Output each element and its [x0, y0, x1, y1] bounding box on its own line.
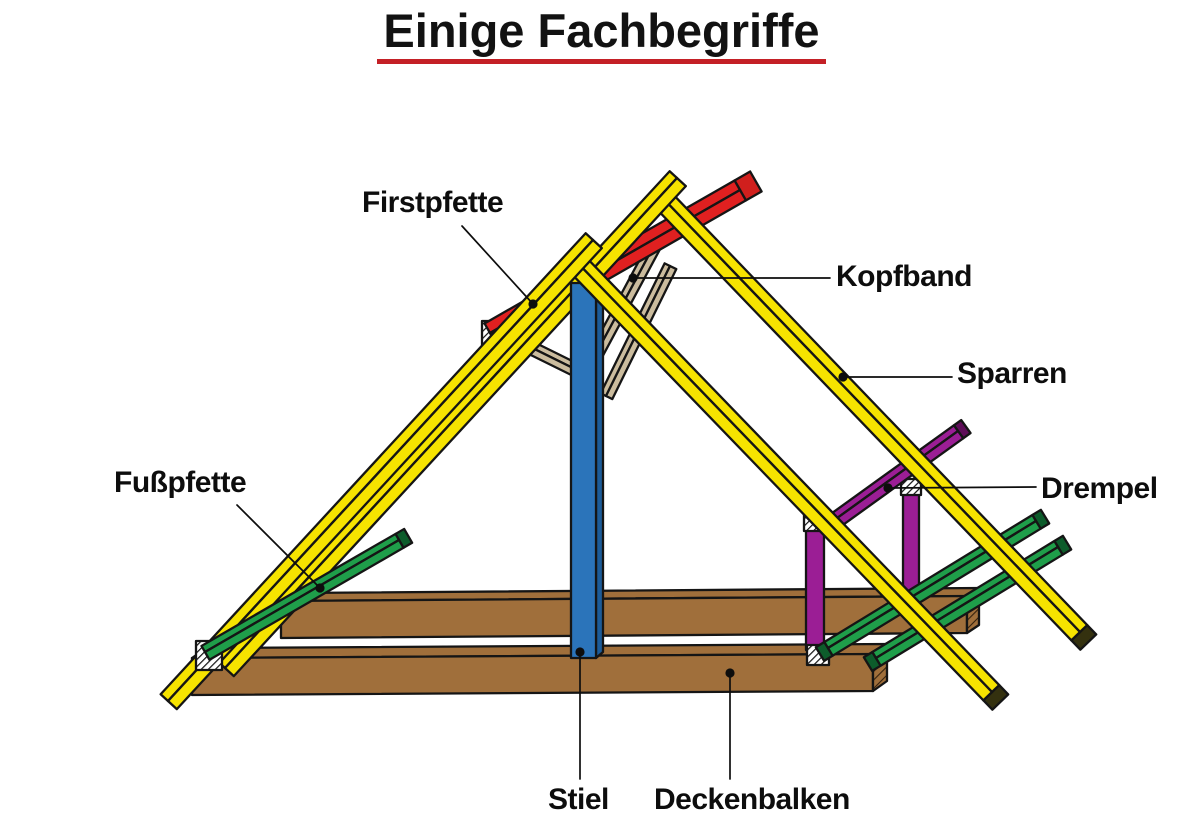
drempel-leader	[887, 486, 1037, 489]
stiel-leader-dot	[575, 647, 585, 657]
deckenbalken-front-beam	[190, 642, 889, 697]
sparren-rear-left-rafter-edge	[223, 176, 679, 670]
sparren-rear-right-rafter-edge	[653, 188, 1082, 634]
label-drempel: Drempel	[1041, 472, 1158, 505]
label-deckenbalken: Deckenbalken	[654, 783, 850, 816]
leader-lines	[236, 225, 1037, 780]
stiel-post	[569, 281, 605, 660]
kopfband-leader-dot	[628, 273, 638, 283]
sparren-leader-dot	[838, 372, 848, 382]
label-kopfband: Kopfband	[836, 260, 972, 293]
fusspfette-leader	[236, 504, 321, 589]
page-title: Einige Fachbegriffe	[0, 4, 1203, 65]
drempel-rear-post-face	[901, 492, 921, 598]
deckenbalken-front-front	[190, 652, 875, 697]
sparren-front-right-rafter-edge	[568, 253, 994, 694]
label-sparren: Sparren	[957, 357, 1067, 390]
deckenbalken-leader-dot	[725, 668, 735, 678]
label-fusspfette: Fußpfette	[114, 466, 247, 499]
drempel-front-post-face	[804, 528, 826, 652]
firstpfette-leader-dot	[528, 299, 538, 309]
page-title-text: Einige Fachbegriffe	[377, 4, 826, 65]
stiel-post-face	[569, 281, 598, 660]
drempel-plate-beam-edge	[831, 429, 960, 523]
fusspfette-left-beam	[200, 527, 414, 661]
drempel-rear-post	[899, 477, 923, 598]
fusspfette-leader-dot	[315, 583, 325, 593]
drempel-leader-dot	[883, 483, 893, 493]
label-stiel: Stiel	[548, 783, 609, 816]
firstpfette-leader	[461, 225, 534, 305]
label-firstpfette: Firstpfette	[362, 186, 504, 219]
fusspfette-left-beam-edge	[203, 538, 401, 654]
sparren-front-left-rafter	[159, 232, 603, 711]
sparren-rear-right-rafter	[645, 181, 1098, 651]
